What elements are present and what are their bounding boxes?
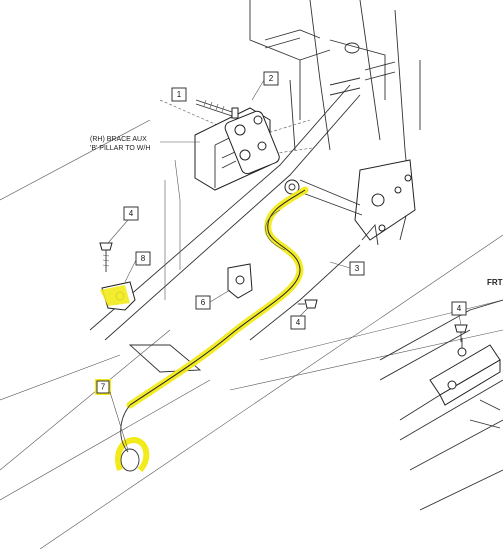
- screw-center: [298, 299, 318, 309]
- svg-text:'B' PILLAR TO W/H: 'B' PILLAR TO W/H: [90, 145, 150, 152]
- svg-text:(RH) BRACE AUX: (RH) BRACE AUX: [90, 136, 147, 143]
- loop-highlight: [115, 436, 150, 473]
- callout-2: 2: [251, 71, 279, 101]
- callout-8: 8: [124, 251, 151, 283]
- callout-6: 6: [195, 289, 231, 310]
- front-label: FRT: [487, 278, 503, 287]
- screw-right: [454, 324, 468, 342]
- svg-text:6: 6: [201, 298, 206, 307]
- callout-4-left: 4: [107, 206, 139, 244]
- brace-note: (RH) BRACE AUX 'B' PILLAR TO W/H: [90, 136, 200, 152]
- svg-text:3: 3: [355, 264, 360, 273]
- svg-text:2: 2: [269, 74, 274, 83]
- latch-bracket: [284, 159, 416, 246]
- clip-highlight: [100, 285, 130, 306]
- svg-text:7: 7: [101, 383, 106, 392]
- retainer-clip-center: [227, 263, 253, 299]
- callout-4-right: 4: [451, 301, 467, 326]
- svg-text:1: 1: [177, 90, 182, 99]
- svg-text:4: 4: [457, 304, 462, 313]
- callout-7: 7: [95, 379, 129, 451]
- bolt-part: [195, 99, 239, 119]
- callout-3: 3: [329, 261, 365, 276]
- cable-highlight: [100, 186, 361, 473]
- lower-right-mechanism: [379, 299, 503, 511]
- svg-text:4: 4: [129, 209, 134, 218]
- hinge-assembly: [194, 107, 280, 191]
- screw-left: [99, 242, 113, 272]
- callout-1: 1: [171, 87, 187, 102]
- callout-4-center: 4: [290, 307, 309, 330]
- svg-text:4: 4: [296, 318, 301, 327]
- svg-text:8: 8: [141, 254, 146, 263]
- callouts: 1 2 3 4 8 6 4: [95, 71, 467, 451]
